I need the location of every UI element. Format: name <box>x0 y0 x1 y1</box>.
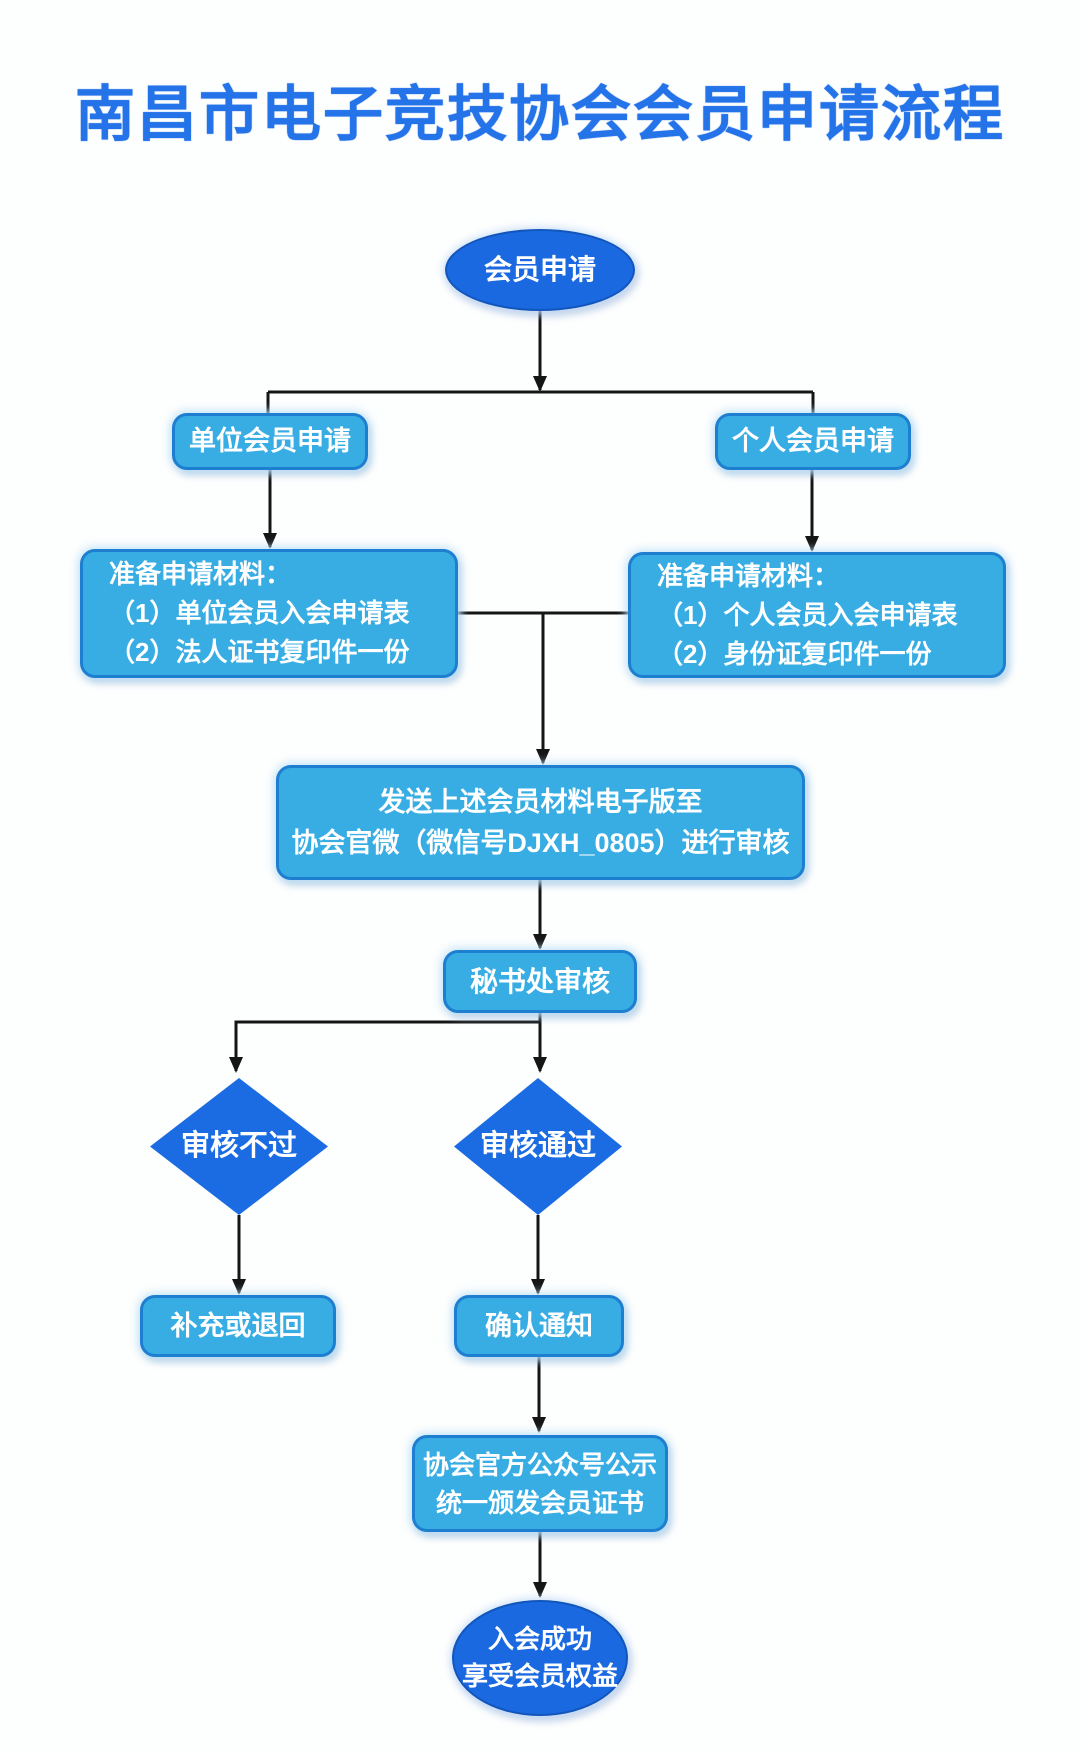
node-announce-certificate: 协会官方公众号公示 统一颁发会员证书 <box>412 1435 668 1532</box>
node-end-line1: 入会成功 <box>487 1624 592 1654</box>
node-decision-fail-label: 审核不过 <box>180 1129 297 1162</box>
personal-materials-heading: 准备申请材料： <box>657 560 840 591</box>
node-confirm-notice-label: 确认通知 <box>485 1310 593 1341</box>
node-end: 入会成功 享受会员权益 <box>452 1600 628 1716</box>
send-materials-line2: 协会官微（微信号DJXH_0805）进行审核 <box>291 827 790 858</box>
node-unit-materials: 准备申请材料： （1）单位会员入会申请表 （2）法人证书复印件一份 <box>80 549 458 678</box>
node-confirm-notice: 确认通知 <box>454 1295 624 1357</box>
unit-materials-heading: 准备申请材料： <box>109 559 292 589</box>
personal-materials-item1: （1）个人会员入会申请表 <box>657 599 958 630</box>
node-supplement-return: 补充或退回 <box>140 1295 336 1357</box>
node-unit-application-label: 单位会员申请 <box>189 426 351 457</box>
node-start-label: 会员申请 <box>483 254 596 286</box>
announce-line2: 统一颁发会员证书 <box>435 1487 644 1518</box>
node-personal-application: 个人会员申请 <box>715 413 911 470</box>
node-secretariat-review-label: 秘书处审核 <box>469 965 610 997</box>
send-materials-line1: 发送上述会员材料电子版至 <box>378 786 703 817</box>
node-start: 会员申请 <box>445 229 635 311</box>
node-supplement-return-label: 补充或退回 <box>170 1310 306 1341</box>
node-unit-application: 单位会员申请 <box>172 413 368 470</box>
page-title: 南昌市电子竞技协会会员申请流程 <box>75 81 1005 148</box>
announce-line1: 协会官方公众号公示 <box>422 1449 657 1480</box>
node-send-materials: 发送上述会员材料电子版至 协会官微（微信号DJXH_0805）进行审核 <box>276 765 805 880</box>
node-personal-materials: 准备申请材料： （1）个人会员入会申请表 （2）身份证复印件一份 <box>628 552 1006 678</box>
node-secretariat-review: 秘书处审核 <box>443 950 637 1013</box>
personal-materials-item2: （2）身份证复印件一份 <box>657 638 932 669</box>
unit-materials-item2: （2）法人证书复印件一份 <box>109 637 410 667</box>
node-personal-application-label: 个人会员申请 <box>732 426 894 457</box>
node-decision-pass-label: 审核通过 <box>479 1129 596 1162</box>
unit-materials-item1: （1）单位会员入会申请表 <box>109 598 410 628</box>
node-end-line2: 享受会员权益 <box>461 1661 618 1691</box>
